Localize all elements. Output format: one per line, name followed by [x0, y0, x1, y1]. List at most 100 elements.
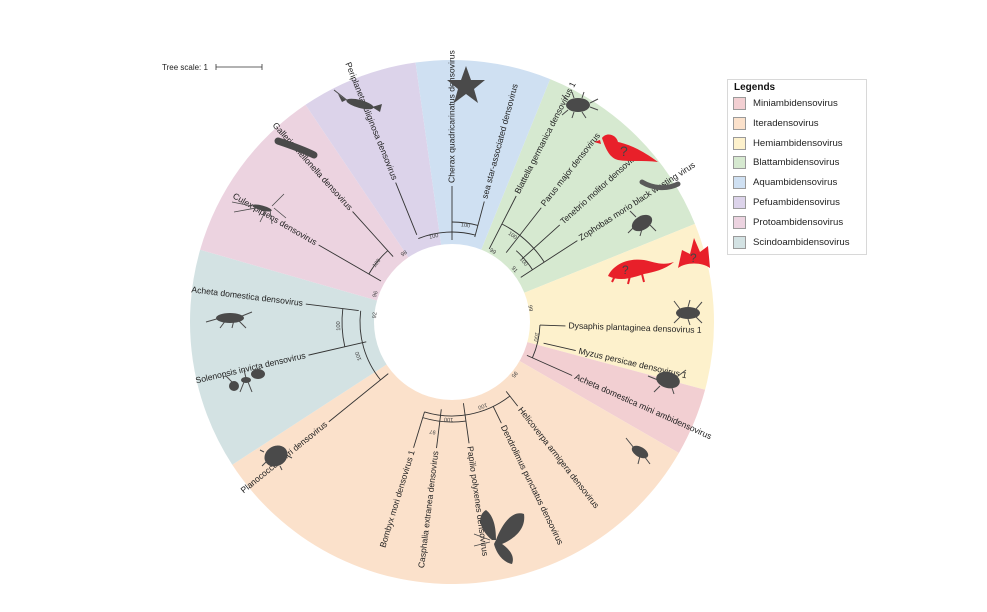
aphid-icon	[673, 299, 703, 326]
svg-text:?: ?	[620, 143, 628, 159]
legend-swatch	[733, 136, 746, 150]
bootstrap-value: 100	[444, 416, 454, 422]
legend-swatch	[733, 116, 746, 130]
bootstrap-value: 100	[518, 257, 529, 268]
branch-tenebrio-molitor	[521, 224, 561, 260]
legend-label: Blattambidensovirus	[753, 157, 840, 169]
tree-branches	[305, 182, 578, 449]
moth-icon	[473, 510, 525, 564]
legend-swatch	[733, 156, 746, 170]
internal-arc	[501, 223, 545, 263]
tree-center-background	[374, 244, 530, 400]
tree-scale-label: Tree scale: 1	[162, 63, 208, 72]
legend-item-pefuambidensovirus: Pefuambidensovirus	[733, 196, 865, 210]
legend-label: Hemiambidensovirus	[753, 137, 843, 149]
legend-item-iteradensovirus: Iteradensovirus	[733, 116, 865, 131]
aphid-icon	[647, 369, 687, 395]
legend-label: Aquambidensovirus	[753, 177, 838, 189]
branch-blattella-germanica	[488, 195, 517, 250]
legend-label: Protoambidensovirus	[753, 216, 844, 228]
bootstrap-value: 100	[460, 222, 470, 229]
bootstrap-value: 98	[400, 250, 409, 258]
legend-item-protoambidensovirus: Protoambidensovirus	[733, 215, 865, 230]
branch-papilio-polyxenes	[462, 403, 470, 444]
branch-helicoverpa-armigera	[505, 391, 519, 407]
branch-dendrolimus-punctatus	[492, 406, 502, 424]
red-bird-icon: ?	[594, 134, 658, 162]
legend-item-blattambidensovirus: Blattambidensovirus	[733, 156, 865, 170]
mealworm-icon	[639, 179, 681, 191]
bootstrap-value: 100	[336, 321, 342, 331]
tree-scale: Tree scale: 1	[162, 63, 263, 72]
branch-culex-pipiens	[318, 244, 382, 282]
legend-swatch	[733, 196, 746, 209]
red-bat-icon: ?	[678, 238, 710, 268]
bootstrap-value: 96	[372, 290, 380, 298]
internal-arc	[424, 395, 511, 417]
branch-acheta-domestica-mini	[526, 354, 573, 376]
legend-item-miniambidensovirus: Miniambidensovirus	[733, 97, 865, 111]
legend-item-aquambidensovirus: Aquambidensovirus	[733, 176, 865, 190]
legend-label: Pefuambidensovirus	[753, 197, 840, 208]
legend-title: Legends	[734, 82, 776, 93]
clade-sector-blattambidensovirus	[480, 79, 695, 294]
organism-icons: ? ? ?	[205, 66, 710, 564]
internal-arc	[359, 310, 381, 381]
leaf-label-cherax-quadricarinatus: Cherax quadricarinatus densovirus	[446, 50, 456, 183]
legend-swatch	[733, 97, 746, 110]
legend-item-scindoambidensovirus: Scindoambidensovirus	[733, 235, 865, 250]
ant-icon	[225, 369, 265, 393]
legend-label: Scindoambidensovirus	[753, 236, 850, 248]
internal-arc	[341, 308, 346, 347]
clade-sector-pefuambidensovirus	[305, 62, 442, 260]
bootstrap-value: 100	[507, 231, 518, 241]
svg-text:?: ?	[622, 263, 629, 277]
branch-dysaphis-plantaginea	[539, 324, 566, 327]
bootstrap-values: 100 100 100 100 100 100 100 100 100 100 92 97 99 95 96…	[336, 222, 540, 434]
bootstrap-value: 100	[372, 258, 382, 269]
bootstrap-value: 100	[429, 233, 439, 241]
legend-swatch	[733, 176, 746, 190]
branch-parus-major	[505, 207, 542, 253]
cricket-icon	[205, 311, 253, 329]
legend-swatch	[733, 235, 746, 249]
bootstrap-value: 92	[372, 312, 379, 319]
svg-text:?: ?	[690, 251, 697, 265]
caterpillar-icon	[274, 137, 318, 159]
branch-galleria-mellonella	[352, 211, 394, 257]
cockroach-icon	[561, 91, 599, 119]
bootstrap-value: 95	[510, 370, 519, 379]
bootstrap-value: 99	[488, 248, 496, 256]
internal-arc	[515, 250, 533, 270]
bootstrap-value: 91	[510, 266, 519, 275]
internal-arc	[368, 250, 389, 275]
bootstrap-value: 100	[477, 401, 488, 410]
red-lizard-icon: ?	[608, 259, 674, 285]
bootstrap-value: 100	[355, 350, 364, 361]
clade-sector-iteradensovirus	[232, 359, 679, 585]
bootstrap-value: 99	[526, 305, 533, 312]
clade-sector-protoambidensovirus	[200, 104, 411, 302]
bootstrap-value: 100	[532, 332, 540, 342]
internal-arc	[422, 417, 466, 423]
scale-insect-icon	[259, 445, 293, 471]
branch-planococcus-citri	[328, 373, 389, 423]
clade-sector-scindoambidensovirus	[190, 249, 390, 465]
starfish-icon	[447, 66, 485, 103]
legend-label: Miniambidensovirus	[753, 98, 838, 109]
clade-sector-miniambidensovirus	[516, 341, 706, 453]
internal-arc	[451, 221, 478, 226]
mosquito-icon	[231, 193, 287, 225]
branch-sea-star-associated	[474, 201, 485, 238]
branch-myzus-persicae	[543, 342, 576, 352]
legend-item-hemiambidensovirus: Hemiambidensovirus	[733, 136, 865, 151]
internal-arc	[418, 231, 476, 239]
bootstrap-value: 97	[429, 428, 436, 435]
branch-casphalia-extranea	[436, 409, 442, 449]
branch-periplaneta-fuliginosa	[395, 182, 418, 236]
beetle-icon	[627, 210, 657, 237]
branch-zophobas-morio	[520, 240, 578, 278]
cricket-icon	[625, 437, 651, 465]
